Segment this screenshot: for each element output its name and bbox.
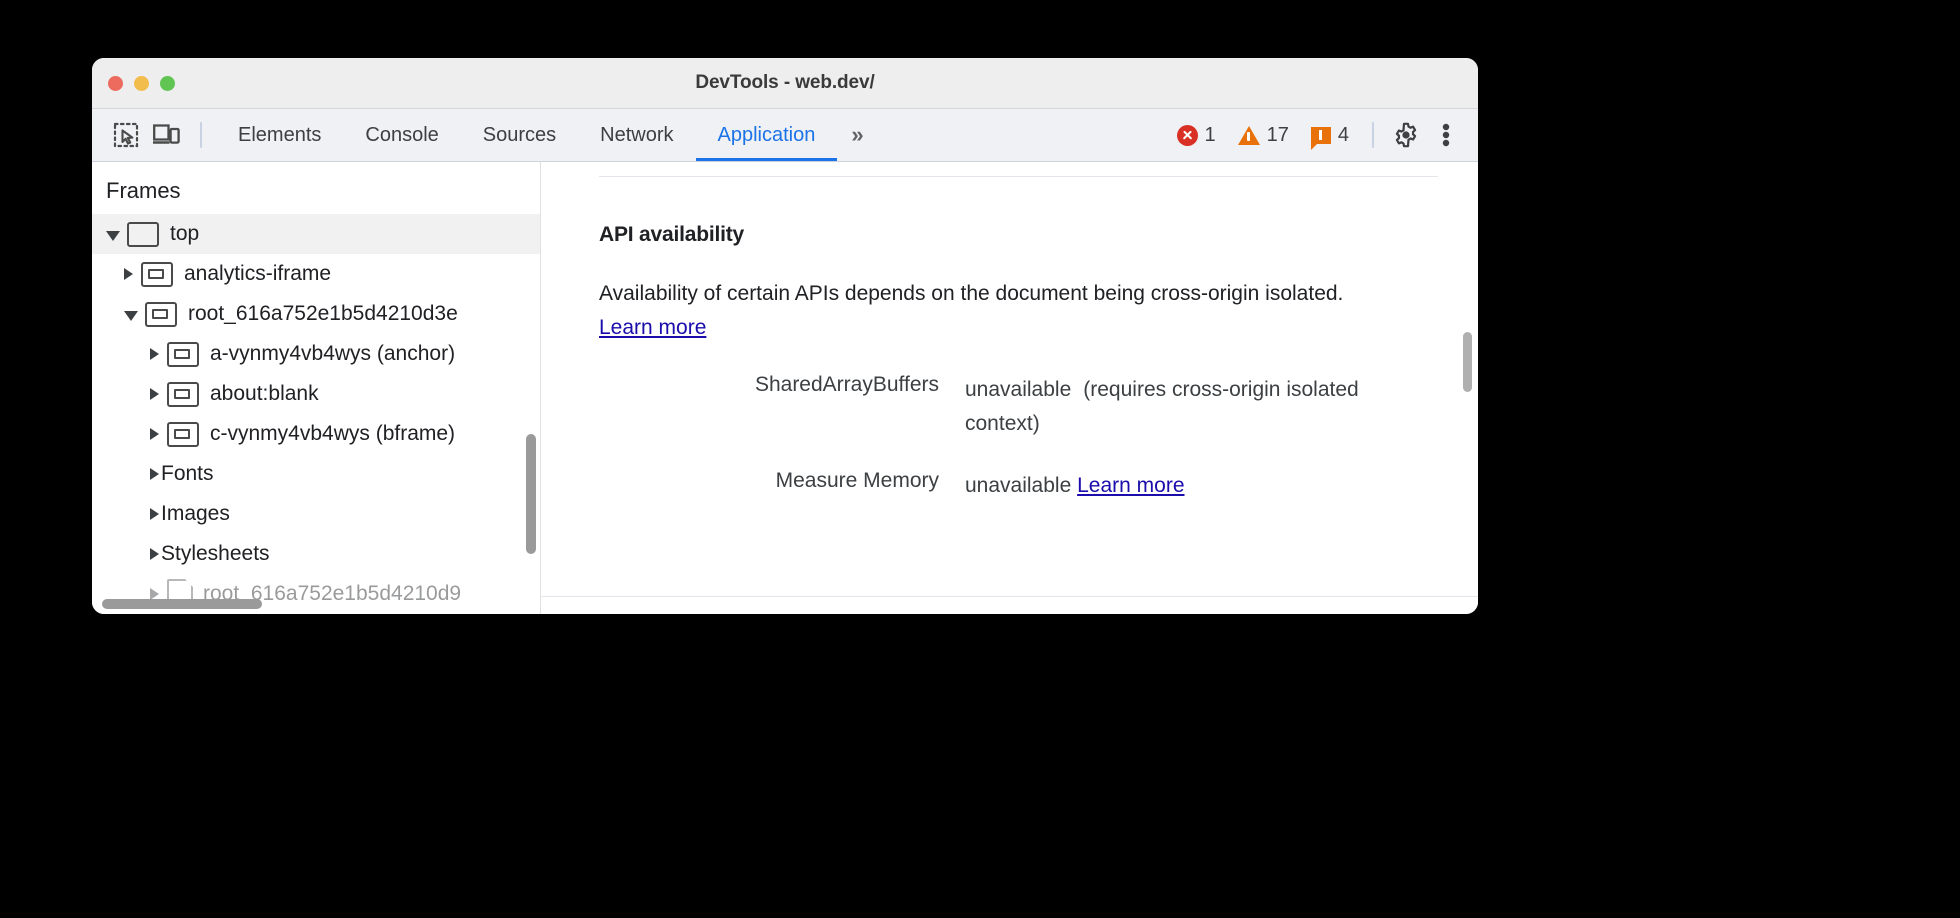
gear-icon[interactable] [1386, 115, 1426, 155]
tab-sources[interactable]: Sources [482, 124, 557, 146]
warning-icon [1237, 125, 1260, 145]
error-count[interactable]: 1 [1166, 124, 1227, 147]
main-vertical-scrollbar[interactable] [1463, 332, 1472, 392]
frames-sidebar: Frames top analytics-iframe root_616a752… [92, 162, 541, 614]
measure-memory-learn-more-link[interactable]: Learn more [1077, 474, 1185, 498]
tab-network[interactable]: Network [600, 124, 674, 146]
tree-item-label: root_616a752e1b5d4210d3e [188, 302, 458, 325]
tree-item-label: Stylesheets [161, 542, 270, 565]
sidebar-horizontal-scrollbar[interactable] [102, 599, 262, 609]
chevron-right-icon[interactable] [150, 468, 159, 480]
chevron-right-icon[interactable] [150, 548, 159, 560]
chevron-right-icon[interactable] [150, 348, 159, 360]
detail-row-measure-memory: Measure Memory unavailable Learn more [599, 469, 1438, 503]
detail-row-note: (requires cross-origin isolated context) [965, 378, 1359, 436]
iframe-icon [167, 381, 199, 407]
iframe-icon [141, 261, 173, 287]
detail-row-value-wrap: unavailable(requires cross-origin isolat… [965, 373, 1438, 441]
detail-row-sharedarraybuffers: SharedArrayBuffers unavailable(requires … [599, 373, 1438, 441]
maximize-window-button[interactable] [160, 75, 175, 91]
frame-details-panel: API availability Availability of certain… [541, 162, 1478, 614]
issue-count-value: 4 [1337, 123, 1349, 146]
tree-item-label: top [170, 222, 200, 245]
frame-details-content: API availability Availability of certain… [541, 162, 1478, 503]
chevron-right-icon[interactable] [124, 268, 133, 280]
tree-item-bframe[interactable]: c-vynmy4vb4wys (bframe) [92, 414, 540, 454]
tree-item-label: about:blank [210, 382, 319, 405]
section-title: API availability [599, 223, 745, 246]
detail-row-value: unavailable [965, 474, 1072, 498]
more-tabs-chevron-icon[interactable]: » [851, 122, 863, 147]
chevron-right-icon[interactable] [150, 588, 159, 600]
iframe-icon [167, 341, 199, 367]
detail-row-key: Measure Memory [775, 469, 939, 493]
iframe-icon [167, 421, 199, 447]
iframe-icon [145, 301, 177, 327]
window-title: DevTools - web.dev/ [695, 72, 875, 93]
tree-item-fonts[interactable]: Fonts [92, 454, 540, 494]
tree-item-label: Fonts [161, 462, 214, 485]
tab-console[interactable]: Console [365, 124, 439, 146]
devtools-window: DevTools - web.dev/ Elements Console Sou… [92, 58, 1478, 614]
toolbar-divider-2 [1372, 122, 1374, 148]
section-description: Availability of certain APIs depends on … [599, 277, 1389, 345]
tree-item-label: analytics-iframe [184, 262, 332, 285]
kebab-menu-icon[interactable] [1426, 115, 1466, 155]
minimize-window-button[interactable] [134, 75, 149, 91]
chevron-right-icon[interactable] [150, 428, 159, 440]
issue-icon [1310, 126, 1331, 150]
warning-count-value: 17 [1266, 123, 1289, 146]
sidebar-title: Frames [106, 178, 181, 203]
chevron-right-icon[interactable] [150, 388, 159, 400]
tree-item-analytics-iframe[interactable]: analytics-iframe [92, 254, 540, 294]
window-titlebar: DevTools - web.dev/ [92, 58, 1478, 109]
learn-more-link[interactable]: Learn more [599, 316, 707, 340]
description-text: Availability of certain APIs depends on … [599, 282, 1344, 305]
tree-item-root-frame[interactable]: root_616a752e1b5d4210d3e [92, 294, 540, 334]
tree-item-anchor-frame[interactable]: a-vynmy4vb4wys (anchor) [92, 334, 540, 374]
tree-item-label: Images [161, 502, 230, 525]
detail-row-value: unavailable [965, 378, 1072, 402]
detail-row-key: SharedArrayBuffers [754, 373, 939, 397]
chevron-right-icon[interactable] [150, 508, 159, 520]
close-window-button[interactable] [108, 75, 123, 91]
chevron-down-icon[interactable] [106, 230, 120, 241]
frames-tree: top analytics-iframe root_616a752e1b5d42… [92, 214, 540, 614]
error-count-value: 1 [1204, 123, 1216, 146]
tab-elements[interactable]: Elements [238, 124, 322, 146]
tab-application[interactable]: Application [696, 109, 838, 161]
status-counters: 1 17 4 [1166, 115, 1467, 155]
chevron-down-icon[interactable] [124, 310, 138, 321]
devtools-toolbar: Elements Console Sources Network Applica… [92, 109, 1478, 162]
device-toolbar-icon[interactable] [146, 115, 186, 155]
panel-tabs: Elements Console Sources Network Applica… [216, 109, 874, 161]
tree-item-label: root_616a752e1b5d4210d9 [203, 582, 462, 605]
toolbar-divider [200, 122, 202, 148]
warning-count[interactable]: 17 [1227, 124, 1300, 147]
tree-item-top[interactable]: top [92, 214, 540, 254]
devtools-content: Frames top analytics-iframe root_616a752… [92, 162, 1478, 614]
inspect-element-icon[interactable] [106, 115, 146, 155]
sidebar-vertical-scrollbar[interactable] [526, 434, 536, 554]
tree-item-stylesheets[interactable]: Stylesheets [92, 534, 540, 574]
tree-item-images[interactable]: Images [92, 494, 540, 534]
traffic-lights [108, 58, 175, 108]
detail-row-value-wrap: unavailable Learn more [965, 469, 1438, 503]
tree-item-about-blank[interactable]: about:blank [92, 374, 540, 414]
tree-item-label: c-vynmy4vb4wys (bframe) [210, 422, 456, 445]
frame-icon [127, 221, 159, 247]
issue-count[interactable]: 4 [1300, 123, 1360, 150]
section-divider-top [599, 176, 1438, 177]
error-icon [1176, 124, 1198, 146]
tree-item-label: a-vynmy4vb4wys (anchor) [210, 342, 456, 365]
section-divider-bottom [541, 596, 1478, 597]
